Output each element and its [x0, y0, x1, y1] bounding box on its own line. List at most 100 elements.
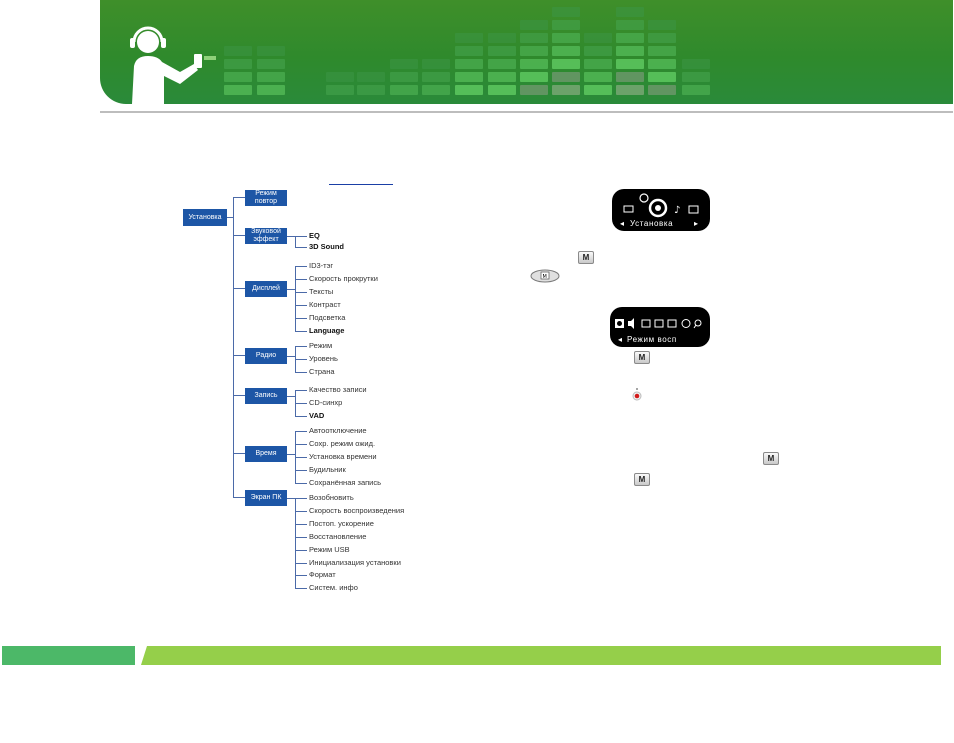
tree-leaf-item: Страна	[309, 367, 335, 376]
tree-connector	[233, 235, 245, 236]
right-arrow-icon: ▸	[694, 219, 699, 228]
equalizer-bar	[520, 20, 548, 98]
tree-leaf-item: Постоп. ускорение	[309, 518, 374, 528]
hyperlink-underline[interactable]	[329, 184, 393, 185]
equalizer-bar	[648, 20, 676, 98]
tree-leaf-item: Качество записи	[309, 385, 367, 394]
tree-connector	[287, 356, 295, 357]
tree-leaf-item: Систем. инфо	[309, 583, 358, 593]
equalizer-bar	[224, 46, 252, 98]
tree-connector	[295, 575, 307, 577]
header-banner	[100, 0, 953, 104]
tree-leaf-item: Тексты	[309, 287, 334, 296]
tree-connector	[295, 247, 307, 248]
tree-connector	[287, 289, 295, 290]
mode-screen-caption: Режим восп	[627, 335, 677, 344]
header-divider	[100, 111, 953, 113]
tree-connector	[295, 457, 307, 458]
tree-connector	[295, 431, 307, 432]
tree-connector	[233, 197, 234, 498]
tree-connector	[295, 562, 307, 564]
tree-leaf-item: 3D Sound	[309, 242, 344, 251]
tree-connector	[295, 403, 307, 404]
equalizer-bar	[326, 72, 354, 98]
tree-connector	[295, 266, 307, 267]
tree-leaf-item: ID3-тэг	[309, 261, 334, 270]
tree-connector	[295, 416, 307, 417]
tree-connector	[295, 470, 307, 471]
mode-screen-icons	[615, 318, 702, 329]
m-button-icon: M	[634, 351, 650, 364]
tree-connector	[295, 390, 307, 391]
tree-connector	[295, 279, 307, 280]
tree-branch-box[interactable]: Запись	[245, 388, 287, 404]
tree-leaf-item: Подсветка	[309, 313, 346, 322]
tree-connector	[295, 318, 307, 319]
tree-connector	[233, 497, 245, 498]
tree-leaf-item: Скорость прокрутки	[309, 274, 378, 283]
tree-leaf-item: EQ	[309, 231, 320, 240]
device-screen-settings: ♪ ◂ Установка ▸	[612, 189, 710, 231]
tree-connector	[295, 236, 296, 248]
tree-branch-box[interactable]: Экран ПК	[245, 490, 287, 506]
tree-leaf-item: Возобновить	[309, 493, 354, 502]
tree-connector	[295, 588, 307, 590]
equalizer-bar	[257, 46, 285, 98]
navigation-keys-icon: M	[530, 269, 560, 283]
tree-branch-box[interactable]: Радио	[245, 348, 287, 364]
settings-screen-caption: Установка	[630, 219, 674, 228]
tree-branch-box[interactable]: Звуковой эффект	[245, 228, 287, 244]
tree-leaf-item: Формат	[309, 570, 336, 580]
tree-connector	[295, 305, 307, 306]
equalizer-bar	[422, 59, 450, 98]
headphone-person-icon	[130, 26, 216, 104]
equalizer-bar	[552, 7, 580, 98]
tree-connector	[295, 498, 307, 499]
tree-connector	[233, 288, 245, 289]
tree-root-box[interactable]: Установка	[183, 209, 227, 226]
tree-leaf-item: Сохранённая запись	[309, 478, 382, 487]
svg-text:♪: ♪	[674, 205, 680, 216]
tree-leaf-item: Инициализация установки	[309, 557, 401, 567]
tree-branch-box[interactable]: Время	[245, 446, 287, 462]
tree-leaf-item: Режим	[309, 341, 333, 350]
footer-bar-right	[141, 646, 941, 665]
tree-connector	[295, 292, 307, 293]
tree-leaf-item: Установка времени	[309, 452, 377, 461]
tree-connector	[295, 536, 307, 538]
tree-leaf-item: VAD	[309, 411, 325, 420]
tree-leaf-item: Автоотключение	[309, 426, 367, 435]
tree-leaf-item: Language	[309, 326, 345, 335]
tree-connector	[287, 454, 295, 455]
footer-bar-left	[2, 646, 135, 665]
record-icon	[632, 388, 642, 401]
tree-connector	[295, 549, 307, 551]
tree-connector	[227, 217, 233, 218]
tree-connector	[295, 444, 307, 445]
tree-branch-box[interactable]: Дисплей	[245, 281, 287, 297]
tree-connector	[287, 236, 295, 237]
tree-connector	[233, 395, 245, 396]
equalizer-bar	[357, 72, 385, 98]
tree-leaf-item: Уровень	[309, 354, 338, 363]
tree-branch-box[interactable]: Режим повтор	[245, 190, 287, 206]
tree-connector	[233, 197, 245, 198]
tree-connector	[295, 372, 307, 373]
tree-leaf-item: Контраст	[309, 300, 341, 309]
left-arrow-icon: ◂	[618, 335, 623, 344]
equalizer-bar	[488, 33, 516, 98]
tree-connector	[233, 355, 245, 356]
tree-connector	[295, 523, 307, 525]
tree-leaf-item: CD-синхр	[309, 398, 343, 407]
tree-connector	[287, 498, 295, 499]
svg-text:M: M	[543, 274, 547, 280]
tree-connector	[295, 483, 307, 484]
tree-connector	[295, 266, 296, 332]
equalizer-bar	[616, 7, 644, 98]
tree-connector	[295, 498, 296, 590]
tree-connector	[295, 510, 307, 512]
device-screen-mode: ◂ Режим восп	[610, 307, 710, 347]
tree-connector	[295, 331, 307, 332]
tree-leaf-item: Скорость воспроизведения	[309, 505, 405, 515]
tree-leaf-item: Восстановление	[309, 531, 367, 541]
